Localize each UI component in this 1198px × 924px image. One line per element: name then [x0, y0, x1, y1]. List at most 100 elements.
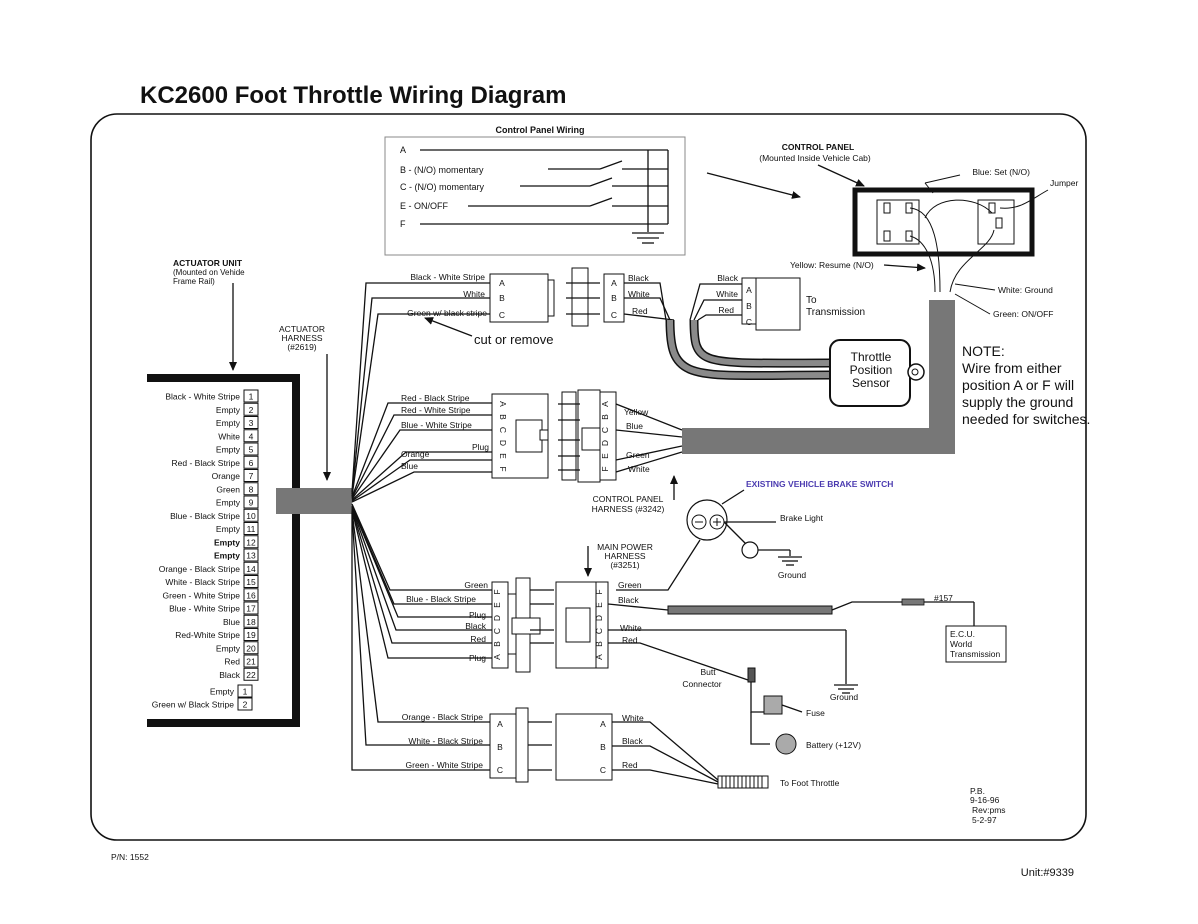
- tps-right-wire-black: Black: [628, 273, 650, 283]
- power-right-wire-green: Green: [618, 580, 642, 590]
- actuator-pin-number: 2: [249, 405, 254, 415]
- foot-right-wire-white: White: [622, 713, 644, 723]
- actuator-pin-label: Blue: [223, 617, 240, 627]
- revision-line2: 9-16-96: [970, 795, 1000, 805]
- note-line3: position A or F will: [962, 377, 1074, 393]
- foot-pin-b: B: [497, 742, 503, 752]
- actuator-pin-box: [243, 389, 259, 403]
- control-panel-wiring-heading: Control Panel Wiring: [496, 125, 585, 135]
- brake-light-label: Brake Light: [780, 513, 824, 523]
- cut-or-remove-note: cut or remove: [474, 332, 553, 347]
- panel-harness-line1: CONTROL PANEL: [593, 494, 664, 504]
- connector-pin-letter: F: [600, 466, 610, 471]
- cpw-row-c: C - (N/O) momentary: [400, 182, 485, 192]
- foot-right-pin-c: C: [600, 765, 606, 775]
- power-connector: MAIN POWER HARNESS (#3251) Green Blue - …: [406, 542, 1007, 755]
- tps-pin-c: C: [499, 310, 505, 320]
- trans-pin-c: C: [746, 317, 752, 327]
- actuator-pin-label: Red - Black Stripe: [172, 458, 241, 468]
- power-harness-line2: HARNESS: [604, 551, 645, 561]
- connector-pin-letter: E: [594, 602, 604, 608]
- actuator-harness-trunk: [276, 488, 352, 514]
- label-white-ground: White: Ground: [998, 285, 1053, 295]
- connector-pin-letter: C: [600, 427, 610, 433]
- unit-number: Unit:#9339: [1021, 867, 1074, 879]
- actuator-pin-label: Empty: [216, 445, 241, 455]
- fuse-label: Fuse: [806, 708, 825, 718]
- foot-left-wire-2: White - Black Stripe: [408, 736, 483, 746]
- tps-right-pin-c: C: [611, 310, 617, 320]
- actuator-pin-box: [243, 614, 259, 628]
- brake-light-icon: [741, 541, 759, 559]
- actuator-pin-number: 21: [246, 657, 256, 667]
- connector-pin-letter: C: [594, 628, 604, 634]
- ecu-line1: E.C.U.: [950, 629, 975, 639]
- actuator-pin-box: [243, 575, 259, 588]
- diagram-frame: [90, 113, 1087, 841]
- actuator-harness-line3: (#2619): [287, 342, 316, 352]
- harness-fanout: [351, 282, 492, 771]
- cpw-row-b: B - (N/O) momentary: [400, 165, 484, 175]
- revision-line4: 5-2-97: [972, 815, 997, 825]
- connector-pin-letter: D: [492, 615, 502, 621]
- actuator-pin-box: [243, 416, 259, 429]
- actuator-pin-box: [243, 535, 259, 549]
- butt-connector-line1: Butt: [700, 667, 716, 677]
- ecu-line3: Transmission: [950, 649, 1000, 659]
- note-line2: Wire from either: [962, 360, 1062, 376]
- actuator-pin-label: Blue - White Stripe: [169, 604, 240, 614]
- panel-right-wire-blue: Blue: [626, 421, 643, 431]
- panel-harness-line2: HARNESS (#3242): [592, 504, 665, 514]
- tps-left-wire-1: Black - White Stripe: [410, 272, 485, 282]
- power-left-wire-plug1: Plug: [469, 610, 486, 620]
- actuator-unit: ACTUATOR UNIT (Mounted on Vehide Frame R…: [147, 258, 300, 727]
- to-transmission-line1: To: [806, 295, 817, 306]
- connector-pin-letter: F: [594, 589, 604, 594]
- panel-right-wire-green: Green: [626, 450, 650, 460]
- connector-pin-letter: B: [600, 414, 610, 420]
- actuator-pin-number: 18: [246, 617, 256, 627]
- actuator-pin-number: 14: [246, 564, 256, 574]
- actuator-pin-label: Red: [224, 657, 240, 667]
- actuator-pin-number: 13: [246, 551, 256, 561]
- actuator-harness-line1: ACTUATOR: [279, 324, 325, 334]
- throttle-position-sensor: Throttle Position Sensor: [829, 339, 925, 407]
- actuator-pin-label: Empty: [214, 537, 240, 547]
- actuator-pin-number: 10: [246, 511, 256, 521]
- actuator-pin-number: 11: [247, 524, 256, 534]
- actuator-pin-box: [243, 429, 259, 443]
- actuator-pin-label: Empty: [216, 643, 241, 653]
- actuator-pin-box: [243, 548, 259, 562]
- actuator-pin-number: 4: [249, 431, 254, 441]
- panel-left-wire-2: Red - White Stripe: [401, 405, 471, 415]
- power-left-wire-plug2: Plug: [469, 653, 486, 663]
- power-right-wire-white: White: [620, 623, 642, 633]
- actuator-pin-number: 19: [246, 630, 256, 640]
- actuator-aux-pin-number: 1: [243, 687, 248, 697]
- connector-pin-letter: E: [498, 453, 508, 459]
- actuator-pin-label: Empty: [214, 551, 240, 561]
- actuator-unit-sub2: Frame Rail): [173, 277, 215, 286]
- brake-switch-heading: EXISTING VEHICLE BRAKE SWITCH: [746, 479, 893, 489]
- foot-throttle-plug-icon: [717, 775, 769, 789]
- connector-pin-letter: C: [492, 628, 502, 634]
- label-green-onoff: Green: ON/OFF: [993, 309, 1053, 319]
- revision-line1: P.B.: [970, 786, 985, 796]
- butt-connector-line2: Connector: [682, 679, 721, 689]
- actuator-pin-box: [243, 561, 259, 575]
- trans-pin-a: A: [746, 285, 752, 295]
- part-number: P/N: 1552: [111, 852, 149, 862]
- note-line1: NOTE:: [962, 343, 1005, 359]
- label-blue-set: Blue: Set (N/O): [972, 167, 1030, 177]
- actuator-pin-box: [243, 641, 259, 655]
- power-harness-line3: (#3251): [610, 560, 639, 570]
- revision-block: P.B. 9-16-96 Rev:pms 5-2-97: [970, 786, 1006, 825]
- actuator-pin-box: [243, 601, 259, 615]
- trans-pin-b: B: [746, 301, 752, 311]
- actuator-pin-number: 20: [246, 643, 256, 653]
- foot-pin-a: A: [497, 719, 503, 729]
- foot-connector: Orange - Black Stripe White - Black Stri…: [402, 707, 840, 789]
